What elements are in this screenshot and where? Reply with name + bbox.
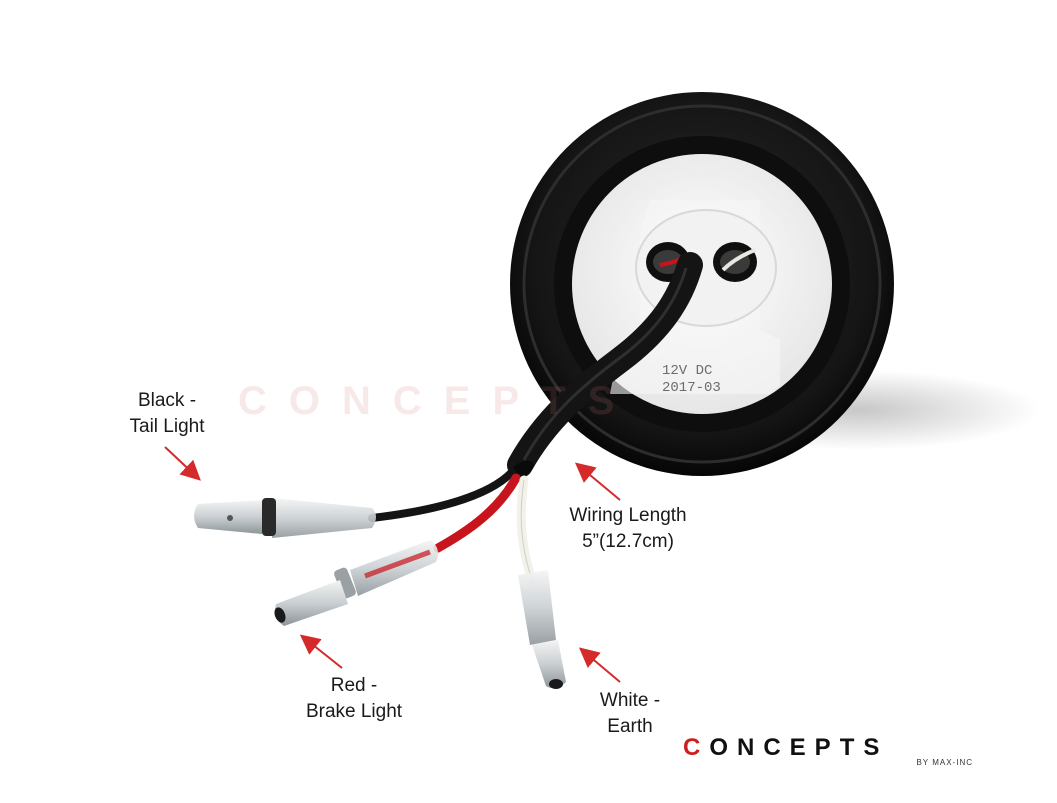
black-wire — [368, 468, 516, 522]
housing-date: 2017-03 — [662, 380, 721, 396]
black-arrow — [164, 446, 201, 481]
red-arrow — [299, 634, 343, 669]
red-wire — [433, 473, 521, 553]
white-wire — [516, 475, 537, 585]
watermark-logo: CONCEPTS — [238, 379, 637, 423]
lamp-housing: 12V DC 2017-03 — [510, 92, 894, 476]
black-label-line1: Black - — [137, 390, 197, 411]
white-label-line1: White - — [599, 690, 661, 711]
black-wire-label: Black - Tail Light — [112, 388, 222, 440]
wiring-label-line1: Wiring Length — [569, 505, 687, 526]
black-connector — [194, 498, 376, 538]
red-label-line1: Red - — [330, 675, 378, 696]
brand-first-letter: C — [683, 734, 710, 761]
white-wire-label: White - Earth — [580, 688, 680, 740]
brand-tagline: BY MAX-INC — [916, 758, 973, 767]
red-wire-label: Red - Brake Light — [290, 673, 418, 725]
wiring-length-label: Wiring Length 5”(12.7cm) — [548, 503, 708, 555]
red-connector — [274, 540, 438, 626]
wiring-label-line2: 5”(12.7cm) — [582, 531, 674, 552]
white-arrow — [578, 647, 621, 683]
wiring-arrow — [574, 462, 621, 501]
white-connector — [518, 570, 566, 689]
brand-logo: CONCEPTS BY MAX-INC — [683, 736, 983, 768]
brand-rest: ONCEPTS — [709, 734, 889, 761]
housing-voltage: 12V DC — [662, 363, 712, 379]
red-label-line2: Brake Light — [305, 701, 403, 722]
brand-wordmark: CONCEPTS — [683, 736, 983, 760]
black-label-line2: Tail Light — [129, 416, 205, 437]
white-label-line2: Earth — [607, 716, 653, 737]
